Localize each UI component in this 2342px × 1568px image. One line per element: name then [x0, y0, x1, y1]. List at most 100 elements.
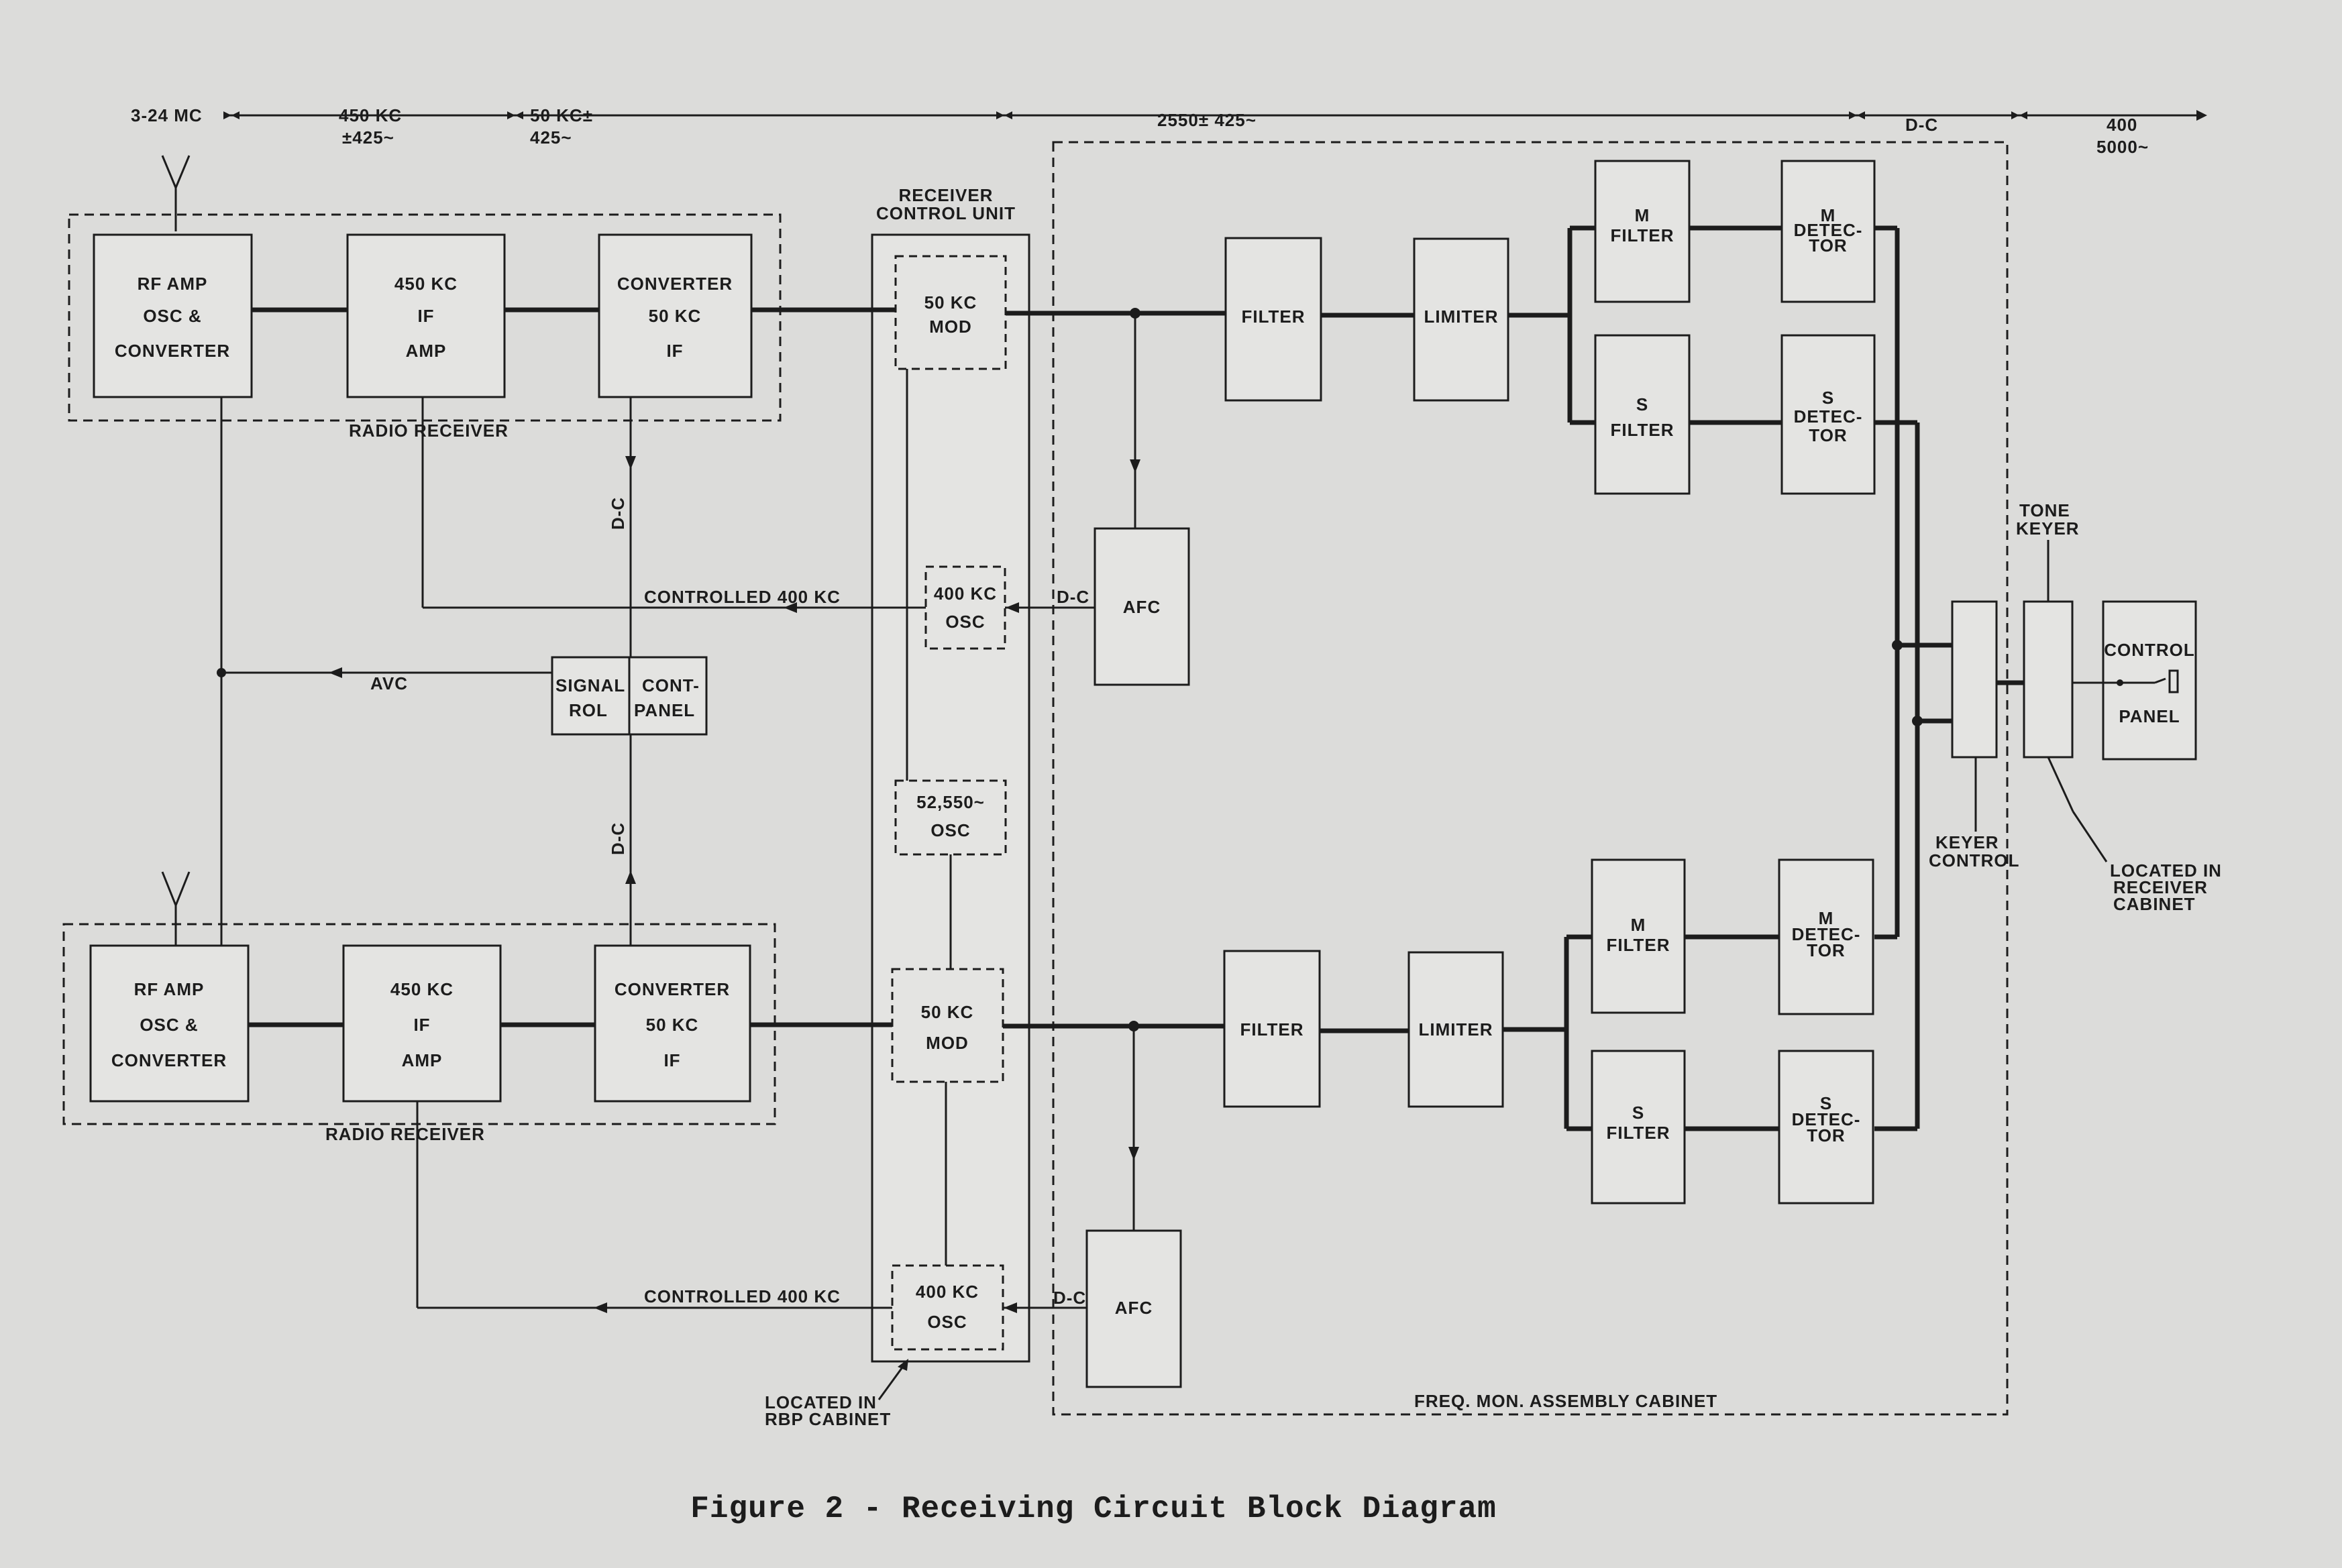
- osc-freq-label: 52,550~: [916, 792, 985, 812]
- converter-if: IF: [666, 341, 683, 361]
- scale-band-450kc: 450 KC: [339, 105, 402, 125]
- switch-icon: [2168, 669, 2179, 693]
- tone-keyer-block: [2023, 600, 2074, 759]
- mod-freq-label: 50 KC: [924, 292, 977, 313]
- m-detector-label-2: DETEC-: [1794, 220, 1863, 240]
- amp-label: AMP: [406, 341, 447, 361]
- radio-receiver-label: RADIO RECEIVER: [349, 421, 509, 441]
- s-detector-label: S: [1820, 1093, 1832, 1113]
- s-detector-block: [1778, 1050, 1874, 1205]
- s-filter-block: [1594, 334, 1691, 495]
- osc-label: OSC: [930, 820, 970, 840]
- dc-label-upper: D-C: [608, 497, 628, 530]
- afc-block: [1094, 527, 1190, 686]
- afc-label: AFC: [1123, 597, 1161, 617]
- tone-keyer-label: TONE: [2019, 500, 2070, 520]
- m-detector-block: [1780, 160, 1876, 303]
- scale-band-dc: D-C: [1905, 115, 1938, 135]
- limiter-block: [1407, 951, 1504, 1108]
- s-filter-label-2: FILTER: [1610, 420, 1674, 440]
- rbp-location-label: LOCATED IN: [765, 1392, 877, 1412]
- converter-title: CONVERTER: [617, 274, 733, 294]
- control-panel-label: CONTROL: [2104, 640, 2195, 660]
- tone-keyer-label-2: KEYER: [2016, 518, 2080, 539]
- control-unit-title-2: CONTROL UNIT: [876, 203, 1016, 223]
- keyer-control-block: [1951, 600, 1998, 759]
- freq-mon-cabinet-label: FREQ. MON. ASSEMBLY CABINET: [1414, 1391, 1717, 1411]
- m-detector-label: M: [1819, 908, 1834, 928]
- receiver-location-label-2: RECEIVER: [2113, 877, 2208, 897]
- converter-label: CONVERTER: [111, 1050, 227, 1070]
- if-amp-block: [346, 233, 506, 398]
- freq-mon-lower: FILTER LIMITER AFC D-C M FILTER S FILTER…: [1003, 858, 1874, 1388]
- osc-400kc-upper: [924, 565, 1006, 650]
- m-detector-label-3: TOR: [1809, 235, 1847, 256]
- figure-caption: Figure 2 - Receiving Circuit Block Diagr…: [690, 1492, 1496, 1526]
- m-filter-block: [1591, 858, 1686, 1014]
- radio-receiver-upper: RF AMP OSC & CONVERTER 450 KC IF AMP CON…: [68, 213, 782, 441]
- converter-title: CONVERTER: [615, 979, 730, 999]
- rf-amp-block: [93, 233, 253, 398]
- afc-dc-label: D-C: [1053, 1288, 1086, 1308]
- limiter-label: LIMITER: [1424, 306, 1499, 327]
- osc-label: OSC &: [143, 306, 201, 326]
- m-filter-label-2: FILTER: [1606, 935, 1670, 955]
- filter-block: [1223, 950, 1321, 1108]
- avc-label: AVC: [370, 673, 408, 693]
- receiver-control-unit: RECEIVER CONTROL UNIT 50 KC MOD 400 KC O…: [765, 185, 1030, 1429]
- s-detector-label-2: DETEC-: [1792, 1109, 1861, 1129]
- scale-band-50kc: 50 KC±: [530, 105, 593, 125]
- mod-50kc-lower: [891, 968, 1004, 1083]
- rf-amp-label: RF AMP: [134, 979, 205, 999]
- osc-freq-label: 400 KC: [934, 583, 997, 604]
- if-freq-label: 450 KC: [394, 274, 458, 294]
- control-unit-title: RECEIVER: [899, 185, 994, 205]
- keyer-section: TONE KEYER KEYER CONTROL LOCATED IN RECE…: [1929, 500, 2222, 914]
- scale-band-3-24mc: 3-24 MC: [131, 105, 203, 125]
- s-detector-block: [1780, 334, 1876, 495]
- osc-freq-label: 400 KC: [916, 1282, 979, 1302]
- dc-label-lower: D-C: [608, 822, 628, 855]
- control-panel-label-2: PANEL: [2119, 706, 2180, 726]
- osc-label: OSC: [927, 1312, 967, 1332]
- scale-band-50kc-dev: 425~: [530, 127, 572, 148]
- filter-label: FILTER: [1240, 1019, 1303, 1040]
- m-detector-block: [1778, 858, 1874, 1015]
- s-filter-label-2: FILTER: [1606, 1123, 1670, 1143]
- m-detector-label-2: DETEC-: [1792, 924, 1861, 944]
- mod-label: MOD: [926, 1033, 969, 1053]
- signal-label: SIGNAL: [555, 675, 625, 695]
- signal-control-panel: SIGNAL ROL CONT- PANEL: [551, 656, 708, 736]
- limiter-label: LIMITER: [1419, 1019, 1493, 1040]
- mod-label: MOD: [929, 317, 972, 337]
- osc-52550: [894, 779, 1007, 856]
- scale-band-2550: 2550± 425~: [1157, 110, 1257, 130]
- m-filter-block: [1594, 160, 1691, 303]
- afc-dc-label: D-C: [1057, 587, 1089, 607]
- m-filter-label: M: [1635, 205, 1650, 225]
- m-detector-label: M: [1821, 205, 1836, 225]
- scale-band-5000: 5000~: [2096, 137, 2149, 157]
- receiver-location-label: LOCATED IN: [2110, 860, 2222, 881]
- if-freq-label: 450 KC: [390, 979, 454, 999]
- s-detector-label-3: TOR: [1809, 425, 1847, 445]
- keyer-control-label-2: CONTROL: [1929, 850, 2020, 871]
- keyer-control-label: KEYER: [1935, 832, 1999, 852]
- if-amp-block: [342, 944, 502, 1103]
- antenna-icon: [161, 155, 191, 231]
- controlled-400kc-lower: CONTROLLED 400 KC: [644, 1286, 841, 1306]
- frequency-scale: 3-24 MC 450 KC ±425~ 50 KC± 425~ 2550± 4…: [131, 105, 2207, 157]
- s-detector-label-3: TOR: [1807, 1125, 1845, 1145]
- if-label: IF: [413, 1015, 430, 1035]
- osc-label: OSC: [945, 612, 985, 632]
- m-filter-label: M: [1631, 915, 1646, 935]
- converter-if: IF: [663, 1050, 680, 1070]
- s-detector-label: S: [1822, 388, 1834, 408]
- converter-block: [598, 233, 753, 398]
- m-filter-label-2: FILTER: [1610, 225, 1674, 245]
- receiver-location-label-3: CABINET: [2113, 894, 2196, 914]
- filter-label: FILTER: [1241, 306, 1305, 327]
- converter-freq: 50 KC: [649, 306, 702, 326]
- panel-label-2: PANEL: [634, 700, 695, 720]
